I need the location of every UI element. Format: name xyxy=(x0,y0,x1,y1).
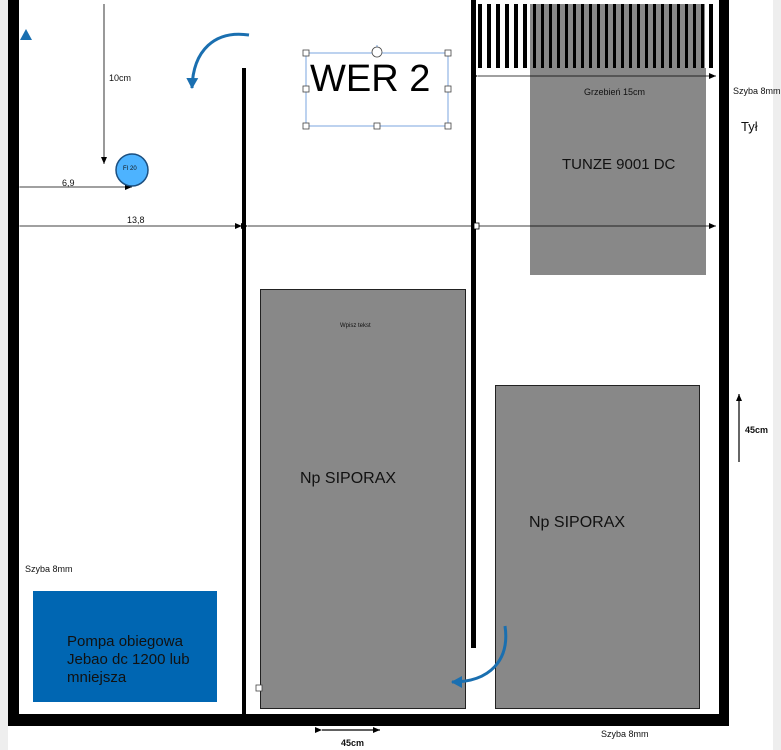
dimension-69-label: 6,9 xyxy=(62,178,75,188)
dimension-45-right-label: 45cm xyxy=(745,425,769,435)
right-wall xyxy=(719,0,729,726)
baffle-middle xyxy=(471,0,476,648)
small-handle-left[interactable] xyxy=(255,684,263,692)
dimension-handle[interactable] xyxy=(473,222,480,230)
dimension-138-label: 13,8 xyxy=(127,215,145,225)
szyba-bottom-label: Szyba 8mm xyxy=(601,729,649,739)
wer-selection-frame[interactable] xyxy=(302,45,452,130)
pump-label-line3: mniejsza xyxy=(67,669,127,686)
siporax-left-label: Np SIPORAX xyxy=(300,470,397,487)
szyba-top-right-label: Szyba 8mm xyxy=(733,86,781,96)
szyba-left-label: Szyba 8mm xyxy=(25,564,73,574)
flow-arrow-bottom xyxy=(451,625,508,688)
tyl-label: Tył xyxy=(741,119,758,134)
grzebien-label: Grzebień 15cm xyxy=(584,87,646,97)
siporax-block-right xyxy=(495,385,700,709)
baffle-left xyxy=(242,68,246,714)
wer-title[interactable]: WER 2 xyxy=(310,58,431,100)
pipe-fi20-circle[interactable] xyxy=(115,153,149,187)
siporax-right-label: Np SIPORAX xyxy=(529,514,626,531)
pipe-fi20-label: FI 20 xyxy=(123,166,137,172)
tunze-label: TUNZE 9001 DC xyxy=(562,156,676,173)
flow-arrow-top xyxy=(186,32,250,89)
pump-label-line1: Pompa obiegowa xyxy=(67,633,183,650)
bottom-wall xyxy=(8,714,729,726)
wpisz-tekst-label[interactable]: Wpisz tekst xyxy=(340,323,371,329)
siporax-block-left xyxy=(260,289,466,709)
left-wall xyxy=(8,0,19,726)
pump-label-line2: Jebao dc 1200 lub xyxy=(67,651,190,668)
return-pump-block xyxy=(33,591,217,702)
tunze-pump-block xyxy=(530,68,706,275)
dimension-10cm-label: 10cm xyxy=(109,73,132,83)
dimension-45-bottom-label: 45cm xyxy=(341,738,365,748)
